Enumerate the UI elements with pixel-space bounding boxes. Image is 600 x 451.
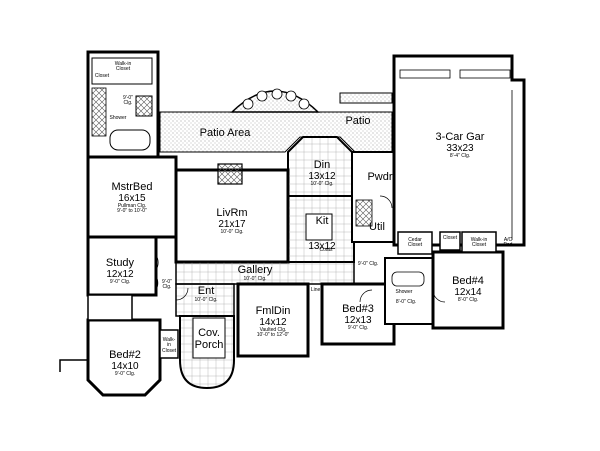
bath-2-outline [384,257,434,325]
kitchen-island [305,213,333,241]
tub [109,129,151,151]
dining-label: Din 13x12 10'-0" Clg. [308,159,336,188]
side-wall-stub [59,359,88,372]
study-label: Study 12x12 9'-0" Clg. [105,257,135,286]
patio-area-surface [159,111,393,153]
closet-right-label: Closet [442,235,458,241]
covered-porch-label: Cov. Porch [194,327,224,351]
closet-top-label: Closet [94,73,110,79]
living-room-label: LivRm 21x17 10'-0" Clg. [216,207,248,236]
bath-2-shower-label: Shower [395,289,413,295]
deck-planters [242,88,310,110]
gallery-side-clg-label: 9'-0" Clg. [162,279,172,291]
cedar-closet-box [397,231,433,255]
patio-area-label: Patio Area [199,127,251,139]
garage-door-2 [459,69,511,79]
gallery-label: Gallery 10'-0" Clg. [237,264,273,282]
powder-label: Pwdr [367,171,393,183]
shower-box [135,95,153,117]
shower-label: Shower [109,115,127,121]
walk-in-closet-b-label: Walk-in Closet [162,337,177,354]
kitchen-dims: 13x12 [308,241,336,252]
master-bedroom-label: MstrBed 16x15 Pullman Clg. 9'-0" to 10'-… [111,181,153,215]
bedroom-4-outline [431,250,505,330]
walk-in-closet-top-box [91,57,153,85]
garage-label: 3-Car Gar 33x23 8'-4" Clg. [435,131,485,160]
patio-steps [339,92,393,104]
bath-vanity [91,87,107,137]
entry-label: Ent 10'-0" Clg. [194,285,218,303]
formal-dining-label: FmlDin 14x12 Vaulted Clg. 10'-0" to 12'-… [255,305,291,339]
formal-dining-outline [236,282,310,358]
bath-clg-label: 9'-0" Clg. [123,95,133,107]
walk-in-closet-top-label: Walk-in Closet [114,61,132,73]
closet-box [439,231,461,251]
bath-2-tub [391,271,425,287]
walk-in-closet-b-box [159,329,179,359]
garage-door-1 [399,69,451,79]
walk-in-closet-r-box [461,231,497,253]
cedar-closet-label: Cedar Closet [407,237,423,249]
walk-in-closet-r-label: Walk-in Closet [470,237,488,249]
bath-3-outline [87,294,133,321]
bedroom-2-label: Bed#2 14x10 9'-0" Clg. [109,349,141,378]
master-bedroom-outline [86,155,178,239]
coats-label: Coats [319,247,333,253]
entry-outline [175,283,235,317]
porch-landing [192,317,226,359]
bath-2-clg-label: 8'-0" Clg. [395,299,417,305]
linen-label: Linen [310,287,324,293]
door-swings [155,195,446,303]
bedroom-4-label: Bed#4 12x14 8'-0" Clg. [452,275,484,304]
kitchen-label: Kit [315,215,329,227]
patio-label: Patio [345,115,371,127]
util-label: Util [369,221,385,233]
garage-outline [392,54,526,247]
pantry [355,199,373,227]
bedroom-3-label: Bed#3 12x13 9'-0" Clg. [342,303,374,332]
fireplace [217,163,243,185]
bed3-side-clg-label: 9'-0" Clg. [357,261,379,267]
study-outline [86,235,158,297]
bedroom-2-outline [86,318,162,397]
ac-pad-label: A/C Pad [503,237,513,249]
